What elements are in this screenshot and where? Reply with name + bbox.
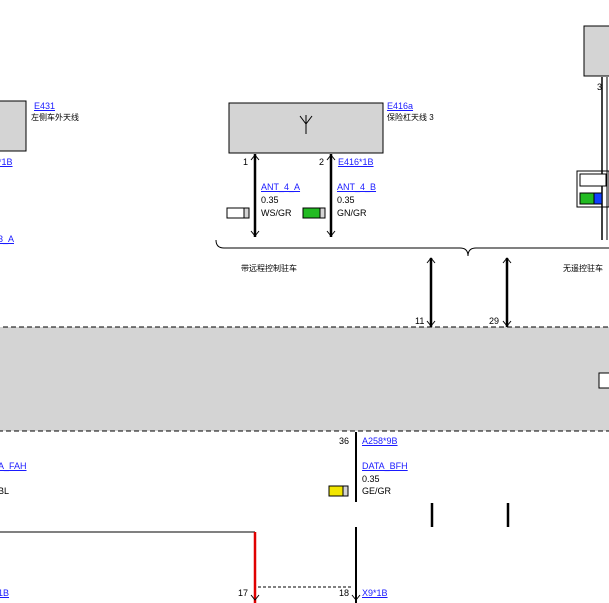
swatch-gn-gr-gray: [319, 207, 326, 219]
wire-ant4b-color: GN/GR: [337, 208, 367, 218]
wire-data-bfh-gauge: 0.35: [362, 474, 380, 484]
wire-ant4a-color: WS/GR: [261, 208, 292, 218]
e416a-pin-1: 1: [243, 157, 249, 167]
wire-data-bfh-color: GE/GR: [362, 486, 392, 496]
bottom-connector[interactable]: X9*1B: [362, 588, 388, 598]
swatch-gn-gr-green: [302, 207, 321, 219]
left-connector-id[interactable]: *1B: [0, 157, 13, 167]
swatch-right-white: [579, 173, 607, 187]
wire-ant4a-signal[interactable]: ANT_4_A: [261, 182, 301, 192]
swatch-ws-gr-white: [226, 207, 245, 219]
control-unit-pin-36: 36: [339, 436, 350, 446]
bottom-left-connector[interactable]: 1B: [0, 588, 10, 598]
swatch-right-outline: [576, 170, 609, 208]
e416a-pin-2: 2: [319, 157, 325, 167]
swatch-ws-gr-gray: [243, 207, 250, 219]
swatch-right-blue: [593, 192, 603, 205]
variant-brace: [215, 239, 609, 257]
e431-id[interactable]: E431: [34, 101, 56, 111]
control-unit-connector[interactable]: A258*9B: [362, 436, 398, 446]
shield-mark-2: [326, 154, 336, 237]
connector-arrow-18: [351, 594, 361, 601]
e431-component-box: [0, 100, 27, 152]
wire-data-bfh-signal[interactable]: DATA_BFH: [362, 461, 408, 471]
shield-mark-3: [426, 257, 436, 327]
control-unit-pin-11: 11: [415, 316, 425, 326]
e416a-connector[interactable]: E416*1B: [338, 157, 374, 167]
connector-arrow-17: [250, 594, 260, 601]
e431-name: 左侧车外天线: [31, 113, 79, 122]
control-unit-marker-icon: [598, 372, 609, 389]
control-unit-pin-29: 29: [489, 316, 500, 326]
e416a-name: 保险杠天线 3: [387, 113, 434, 122]
swatch-ge-gr-yellow: [328, 485, 344, 497]
swatch-ge-gr-gray: [342, 485, 349, 497]
variant-right-label: 无遥控驻车: [563, 264, 603, 273]
bottom-pin-17: 17: [238, 588, 249, 598]
control-unit-box: [0, 326, 609, 432]
left-wire-ref[interactable]: 3_A: [0, 234, 15, 244]
top-right-component-box: [583, 25, 609, 77]
antenna-icon: [299, 115, 313, 134]
swatch-right-green: [579, 192, 595, 205]
wire-ant4a-gauge: 0.35: [261, 195, 279, 205]
top-right-pin-3: 3: [597, 82, 603, 92]
bottom-pin-18: 18: [339, 588, 350, 598]
wire-ant4b-gauge: 0.35: [337, 195, 355, 205]
wire-data-fah-color: BL: [0, 486, 10, 496]
shield-mark-4: [502, 257, 512, 327]
wire-ant4b-signal[interactable]: ANT_4_B: [337, 182, 377, 192]
wire-data-fah-signal[interactable]: A_FAH: [0, 461, 27, 471]
e416a-id[interactable]: E416a: [387, 101, 414, 111]
variant-left-label: 带远程控制驻车: [241, 264, 297, 273]
shield-mark-1: [250, 154, 260, 237]
